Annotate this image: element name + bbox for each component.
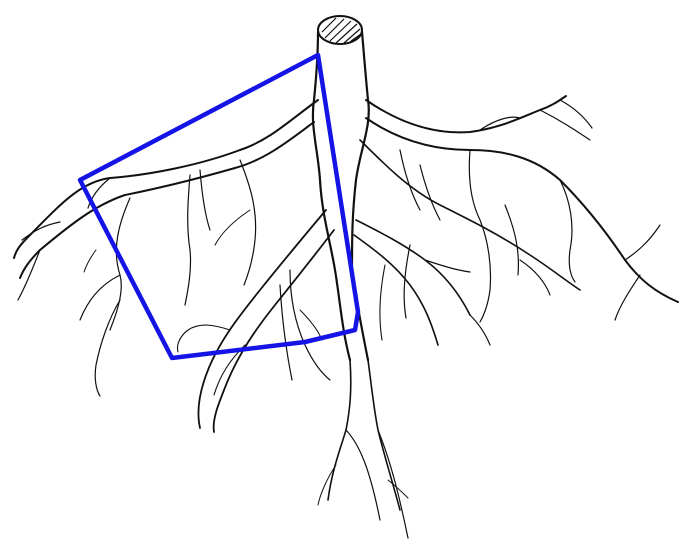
- stem-hatching: [321, 17, 362, 44]
- stem-top: [317, 15, 363, 45]
- right-descending-roots: [353, 219, 551, 346]
- right-lateral-roots: [359, 95, 679, 323]
- left-lateral-roots: [13, 99, 319, 397]
- highlight-region: [77, 52, 361, 361]
- middle-roots: [176, 209, 335, 433]
